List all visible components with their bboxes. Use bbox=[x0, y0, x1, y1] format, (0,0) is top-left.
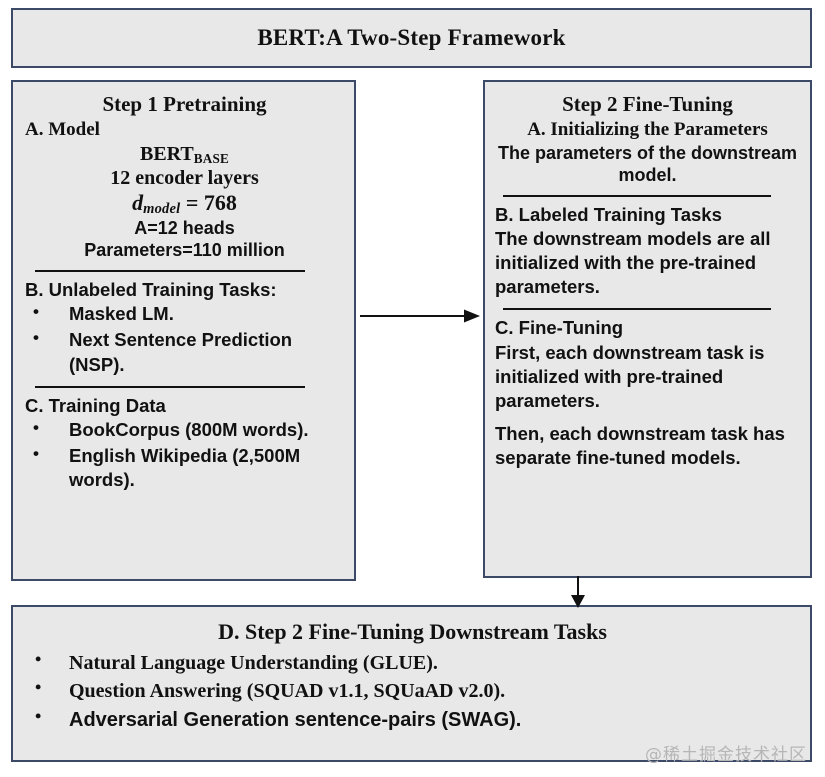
list-item: English Wikipedia (2,500M words). bbox=[25, 443, 344, 493]
step-2-section-c-body-then: Then, each downstream task has separate … bbox=[495, 422, 785, 468]
list-item: Adversarial Generation sentence-pairs (S… bbox=[25, 704, 800, 734]
encoder-layers-line: 12 encoder layers bbox=[110, 166, 259, 189]
step-1-section-b-heading: B. Unlabeled Training Tasks: bbox=[25, 279, 277, 301]
bert-base-name: BERT bbox=[139, 142, 194, 165]
list-item: Masked LM. bbox=[25, 301, 344, 327]
step-2-section-c-heading: C. Fine-Tuning bbox=[495, 317, 624, 339]
step-2-section-a-heading: A. Initializing the Parameters bbox=[527, 119, 768, 141]
step-2-finetuning-box: Step 2 Fine-Tuning A. Initializing the P… bbox=[483, 80, 812, 578]
training-data-list: BookCorpus (800M words). English Wikiped… bbox=[25, 417, 344, 493]
arrow-right-icon bbox=[360, 309, 480, 323]
step-2-heading: Step 2 Fine-Tuning bbox=[562, 92, 733, 116]
downstream-tasks-box: D. Step 2 Fine-Tuning Downstream Tasks N… bbox=[11, 605, 812, 762]
d-model-line: dmodel = 768 bbox=[25, 190, 344, 218]
d-model-subscript: model bbox=[143, 201, 181, 218]
downstream-tasks-list: Natural Language Understanding (GLUE). Q… bbox=[25, 647, 800, 734]
divider-left-1 bbox=[35, 270, 305, 273]
step-2-section-a-body: The parameters of the downstream model. bbox=[497, 142, 798, 185]
step-1-heading: Step 1 Pretraining bbox=[102, 92, 267, 116]
d-model-value: = 768 bbox=[185, 190, 237, 216]
unlabeled-tasks-list: Masked LM. Next Sentence Prediction (NSP… bbox=[25, 301, 344, 377]
bert-base-label: BERTBASE bbox=[25, 143, 344, 167]
arrow-down-icon bbox=[571, 576, 585, 608]
step-2-section-b-heading: B. Labeled Training Tasks bbox=[495, 204, 722, 226]
list-item: Question Answering (SQUAD v1.1, SQUaAD v… bbox=[25, 675, 800, 705]
divider-left-2 bbox=[35, 386, 305, 389]
watermark-text: @稀土掘金技术社区 bbox=[645, 745, 807, 765]
step-2-section-c-body-first: First, each downstream task is initializ… bbox=[495, 341, 765, 411]
downstream-tasks-heading: D. Step 2 Fine-Tuning Downstream Tasks bbox=[218, 619, 607, 644]
d-model-symbol: d bbox=[132, 190, 144, 216]
step-1-section-a-heading: A. Model bbox=[25, 119, 100, 141]
framework-title-box: BERT:A Two-Step Framework bbox=[11, 8, 812, 68]
step-2-section-b-body: The downstream models are all initialize… bbox=[495, 228, 771, 298]
list-item: Natural Language Understanding (GLUE). bbox=[25, 647, 800, 677]
divider-right-1 bbox=[503, 195, 771, 198]
page-title: BERT:A Two-Step Framework bbox=[257, 25, 566, 50]
list-item: BookCorpus (800M words). bbox=[25, 417, 344, 443]
list-item: Next Sentence Prediction (NSP). bbox=[25, 327, 344, 377]
step-1-pretraining-box: Step 1 Pretraining A. Model BERTBASE 12 … bbox=[11, 80, 356, 581]
divider-right-2 bbox=[503, 308, 771, 311]
attention-heads-line: A=12 heads bbox=[134, 218, 235, 238]
step-1-section-c-heading: C. Training Data bbox=[25, 395, 166, 417]
parameters-line: Parameters=110 million bbox=[84, 239, 285, 260]
bert-base-subscript: BASE bbox=[193, 150, 229, 166]
